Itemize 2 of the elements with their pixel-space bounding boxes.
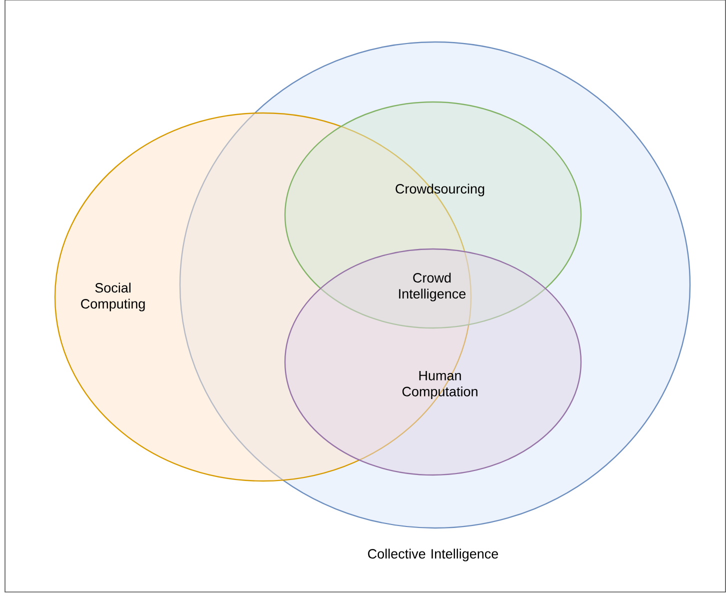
node-label: Collective Intelligence — [368, 548, 498, 562]
region-label: Crowd Intelligence — [399, 272, 466, 302]
